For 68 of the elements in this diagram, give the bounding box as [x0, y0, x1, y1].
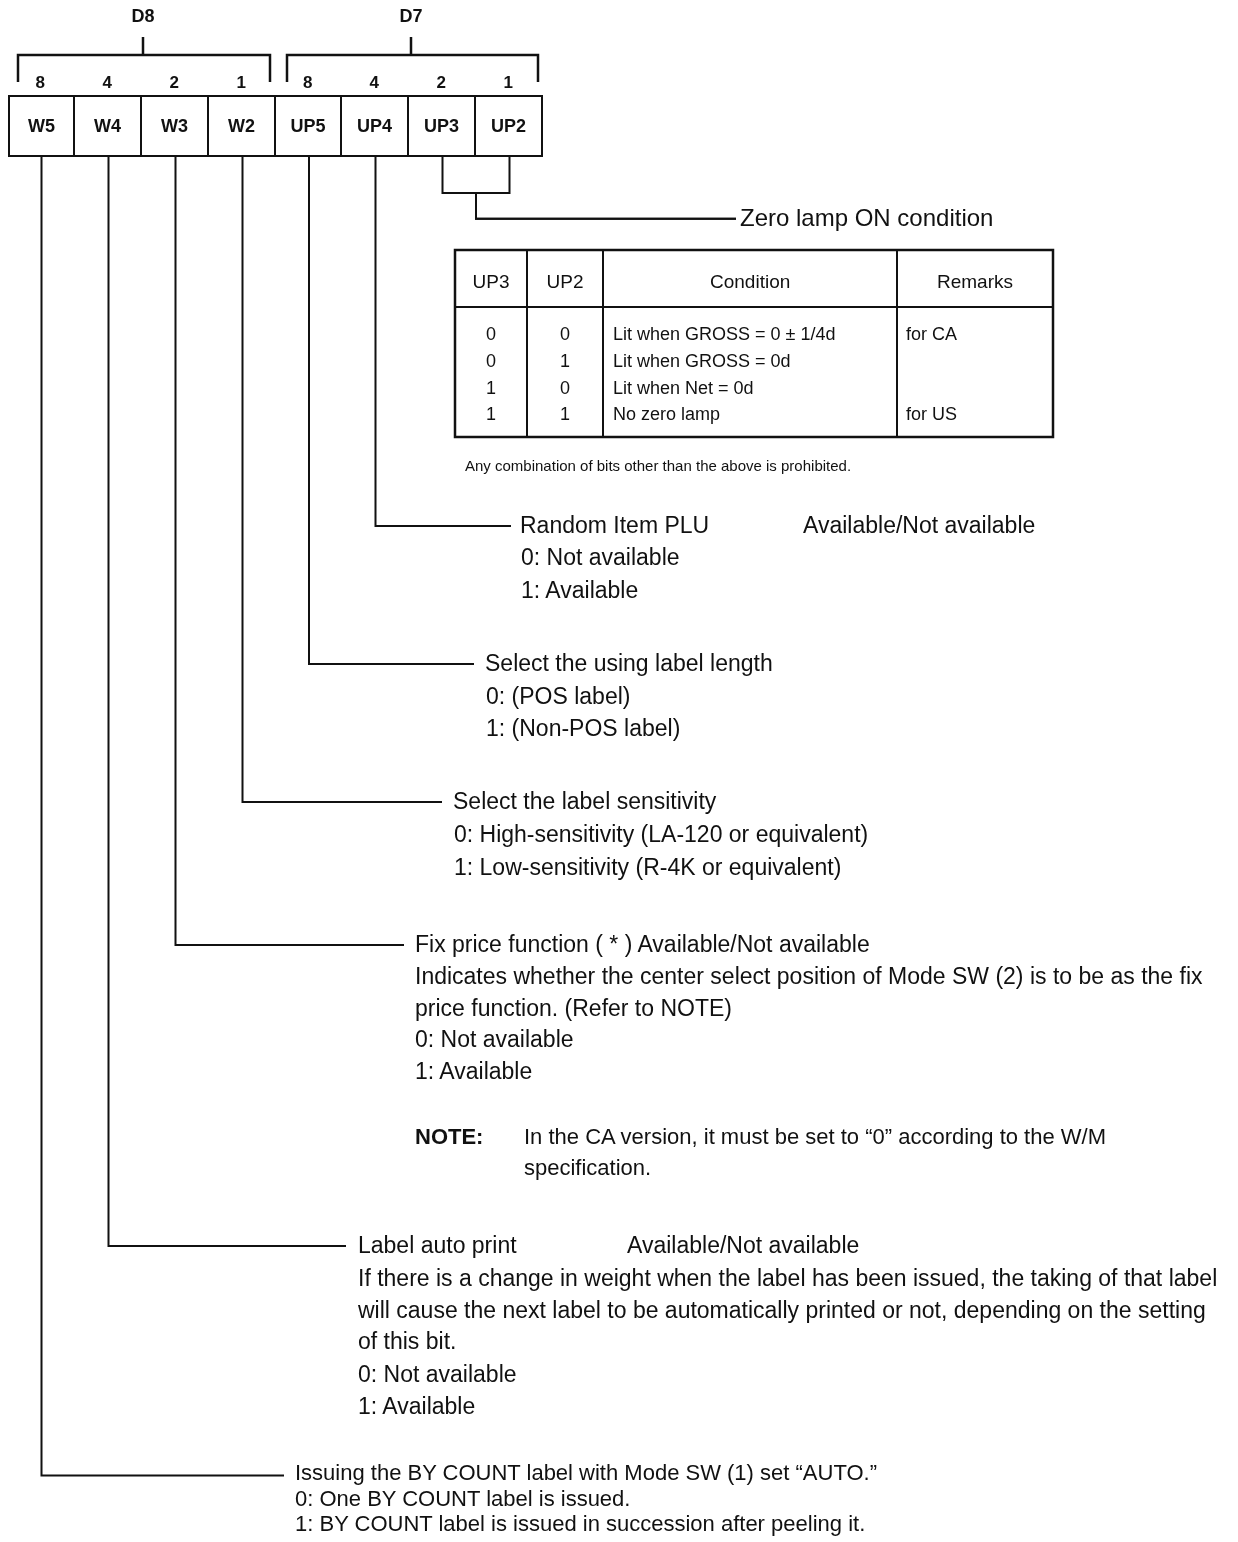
leader-line: [107, 156, 347, 1248]
option-text: 1: (Non-POS label): [486, 714, 681, 743]
leader-line: [40, 156, 285, 1477]
bit-cell: W4: [73, 95, 142, 157]
table-value: Lit when GROSS = 0d: [613, 350, 791, 373]
table-header: UP2: [546, 270, 584, 294]
leader-line: [241, 156, 443, 804]
option-text: 0: Not available: [521, 543, 680, 572]
table-note: Any combination of bits other than the above is prohibited.: [465, 456, 852, 476]
description-text: Indicates whether the center select position of Mode SW (2) is to be as the fix price function. (Refer to NOTE): [415, 962, 1204, 1023]
option-text: 0: Not available: [358, 1360, 517, 1389]
bit-weight: 8: [35, 74, 45, 92]
bit-weight: 4: [369, 74, 379, 92]
table-header: UP3: [472, 270, 510, 294]
setting-title: Fix price function ( * ) Available/Not available: [415, 930, 870, 959]
leader-line: [308, 156, 475, 666]
table-header: Condition: [710, 270, 791, 294]
setting-title: Issuing the BY COUNT label with Mode SW (1) set “AUTO.”: [295, 1460, 877, 1486]
note-text: In the CA version, it must be set to “0” according to the W/M specification.: [524, 1123, 1108, 1182]
bit-cell: W2: [207, 95, 276, 157]
setting-title: Label auto print: [358, 1231, 517, 1260]
option-text: 0: Not available: [415, 1025, 574, 1054]
option-text: 1: Low-sensitivity (R-4K or equivalent): [454, 853, 842, 882]
group-label: D7: [399, 5, 423, 28]
table-value: 0: [486, 323, 496, 346]
setting-title: Select the using label length: [485, 649, 773, 678]
bit-cell: UP3: [407, 95, 476, 157]
bit-cell: UP2: [474, 95, 543, 157]
availability-text: Available/Not available: [627, 1231, 860, 1260]
setting-title: Select the label sensitivity: [453, 787, 717, 816]
bit-weight: 8: [303, 74, 313, 92]
table-value: for US: [906, 403, 957, 426]
option-text: 0: (POS label): [486, 682, 631, 711]
option-text: 0: One BY COUNT label is issued.: [295, 1486, 631, 1512]
table-value: No zero lamp: [613, 403, 721, 426]
leader-line: [174, 156, 405, 947]
bit-cell: W3: [140, 95, 209, 157]
note-heading: NOTE:: [415, 1123, 484, 1151]
bit-weight: 4: [102, 74, 112, 92]
bit-weight: 1: [236, 74, 246, 92]
table-value: 1: [560, 350, 570, 373]
table-value: 0: [560, 377, 570, 400]
setting-title: Random Item PLU: [520, 511, 710, 540]
table-value: 0: [560, 323, 570, 346]
option-text: 1: Available: [358, 1392, 476, 1421]
table-header: Remarks: [937, 270, 1013, 294]
table-value: for CA: [906, 323, 957, 346]
table-value: Lit when Net = 0d: [613, 377, 754, 400]
bit-weight: 2: [436, 74, 446, 92]
option-text: 1: Available: [521, 576, 639, 605]
table-value: 1: [486, 377, 496, 400]
group-label: D8: [131, 5, 155, 28]
table-value: 1: [560, 403, 570, 426]
table-value: 0: [486, 350, 496, 373]
bit-weight: 2: [169, 74, 179, 92]
description-text: If there is a change in weight when the label has been issued, the taking of that label will cause the next label to be automatically printed or not, depending on the setting of this bit.: [358, 1264, 1219, 1357]
option-text: 1: Available: [415, 1057, 533, 1086]
option-text: 0: High-sensitivity (LA-120 or equivalent): [454, 820, 869, 849]
bit-cell: W5: [8, 95, 75, 157]
availability-text: Available/Not available: [803, 511, 1036, 540]
table-value: Lit when GROSS = 0 ± 1/4d: [613, 323, 836, 346]
bit-cell: UP4: [340, 95, 409, 157]
table-value: 1: [486, 403, 496, 426]
option-text: 1: BY COUNT label is issued in succession after peeling it.: [295, 1511, 866, 1537]
leader-line: [374, 156, 512, 528]
bit-cell: UP5: [274, 95, 342, 157]
condition-title: Zero lamp ON condition: [740, 203, 994, 233]
bit-weight: 1: [503, 74, 513, 92]
